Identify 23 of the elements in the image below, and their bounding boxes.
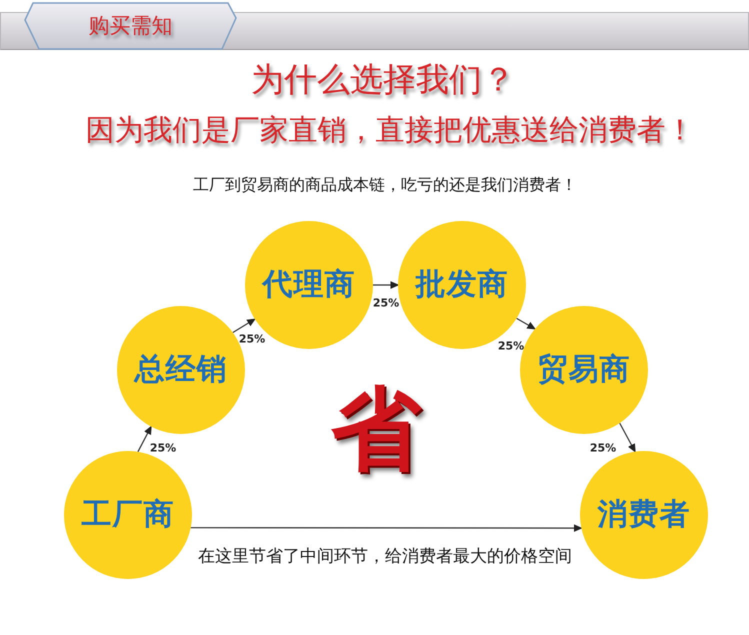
tab-label: 购买需知	[88, 16, 172, 36]
edge-label: 25%	[372, 296, 400, 310]
headline-text: 因为我们是厂家直销，直接把优惠送给消费者！	[86, 116, 694, 144]
stage-label: 工厂商	[82, 500, 174, 530]
stage-label: 总经销	[134, 355, 228, 385]
arrow	[232, 318, 256, 334]
title: 为什么选择我们？	[251, 62, 515, 96]
large-character: 省	[331, 385, 421, 475]
stage-label: 代理商	[262, 270, 356, 300]
edge-label: 25%	[238, 332, 266, 346]
edge-label: 25%	[590, 442, 616, 454]
arrow	[137, 426, 152, 452]
edge-label: 25%	[150, 442, 176, 454]
stage-label: 消费者	[598, 500, 690, 530]
stage-label: 贸易商	[538, 355, 630, 385]
intro-text: 工厂到贸易商的商品成本链，吃亏的还是我们消费者！	[193, 176, 577, 194]
arrow	[190, 524, 582, 532]
arrow	[516, 318, 536, 330]
arrow	[619, 422, 636, 452]
arrow	[373, 281, 399, 289]
stage-label: 批发商	[416, 270, 508, 300]
header-tab	[24, 2, 237, 50]
edge-label: 25%	[498, 340, 524, 352]
